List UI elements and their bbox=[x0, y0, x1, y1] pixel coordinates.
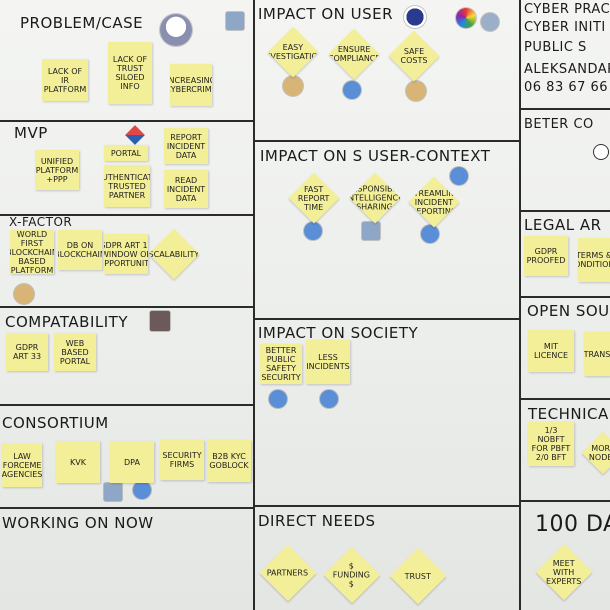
sticky-note: Portal bbox=[104, 145, 148, 161]
avatar bbox=[133, 481, 151, 499]
divider bbox=[519, 108, 610, 110]
divider bbox=[519, 210, 610, 212]
sticky-note: Safe Costs bbox=[388, 30, 440, 82]
sticky-note: Better Public Safety Security bbox=[260, 344, 302, 384]
sticky-note: Trans bbox=[584, 332, 610, 376]
section-title-working-now: Working on Now bbox=[2, 514, 154, 532]
section-title-hundred-days: 100 Da bbox=[535, 512, 610, 537]
sticky-note: More Nodes bbox=[581, 431, 610, 475]
avatar bbox=[421, 225, 439, 243]
sticky-note: Scalability bbox=[148, 228, 200, 280]
avatar bbox=[481, 13, 499, 31]
section-title-xfactor: X-factor bbox=[9, 215, 73, 229]
sticky-note: Lack of IR Platform bbox=[42, 59, 88, 101]
sticky-note: Responsible Intelligence Sharing bbox=[349, 172, 401, 224]
doge-icon bbox=[283, 76, 303, 96]
section-title-beter-code: Beter Co bbox=[524, 117, 594, 132]
sticky-note: Ensure Compliance bbox=[328, 28, 380, 80]
section-title-impact-user: Impact on User bbox=[258, 5, 394, 23]
sticky-note: B2B KYC Goblock bbox=[207, 440, 251, 482]
sticky-note: Less Incidents bbox=[306, 340, 350, 384]
section-title-technical: Technica bbox=[528, 405, 609, 423]
divider bbox=[253, 505, 519, 507]
section-title-mvp: MVP bbox=[14, 124, 48, 142]
sticky-note: World First Blockchain Based Platform bbox=[10, 230, 54, 274]
avatar bbox=[226, 12, 244, 30]
sticky-note: GDPR Proofed bbox=[524, 236, 568, 276]
sticky-note: DB on Blockchain bbox=[58, 230, 102, 270]
section-title-open-source: Open Sou bbox=[527, 302, 610, 320]
sticky-note: Fast Report Time bbox=[288, 172, 340, 224]
sticky-note: Web Based Portal bbox=[54, 333, 96, 371]
sticky-note: Security Firms bbox=[160, 440, 204, 480]
section-title-impact-society: Impact on Society bbox=[258, 324, 419, 342]
divider bbox=[0, 214, 253, 216]
section-title-compatability: Compatability bbox=[5, 313, 128, 331]
section-title-problem: Problem/Case bbox=[20, 14, 144, 32]
divider bbox=[253, 0, 255, 610]
avatar bbox=[343, 81, 361, 99]
color-wheel-icon bbox=[456, 8, 476, 28]
sticky-note: MIT Licence bbox=[528, 330, 574, 372]
section-title-consortium: Consortium bbox=[2, 414, 109, 432]
doge-icon bbox=[14, 284, 34, 304]
divider bbox=[253, 318, 519, 320]
sticky-note: Read Incident Data bbox=[164, 170, 208, 208]
avatar bbox=[362, 222, 380, 240]
octocat-icon bbox=[160, 14, 192, 46]
public-info-line: Aleksandar bbox=[524, 62, 610, 77]
avatar bbox=[104, 483, 122, 501]
divider bbox=[0, 404, 253, 406]
sticky-note: Unified Platform +PPP bbox=[35, 150, 79, 190]
section-title-impact-subuser: Impact on S User-context bbox=[260, 147, 491, 165]
sticky-note: Trust bbox=[389, 547, 447, 605]
sticky-note: 1/3 NoBFT for PBFT 2/0 BFT bbox=[528, 422, 574, 466]
divider bbox=[253, 140, 519, 142]
sticky-note: Terms & Conditions bbox=[578, 238, 610, 282]
divider bbox=[519, 0, 521, 610]
avatar bbox=[450, 167, 468, 185]
divider bbox=[0, 306, 253, 308]
section-title-legal: Legal ar bbox=[524, 216, 602, 234]
sticky-note: Law Enforcement Agencies bbox=[2, 443, 42, 487]
sticky-note: Partners bbox=[259, 544, 317, 602]
sticky-note: GDPR Art 33 bbox=[6, 333, 48, 371]
sticky-note: Meet With Experts bbox=[535, 543, 593, 601]
sticky-note: $ Funding $ bbox=[323, 546, 381, 604]
sticky-note: GDPR Art 18 Window of Opportunity bbox=[104, 234, 148, 274]
sticky-note: Report Incident Data bbox=[164, 128, 208, 164]
ethereum-icon bbox=[125, 125, 145, 145]
divider bbox=[519, 398, 610, 400]
public-info-line: Cyber Prac bbox=[524, 2, 610, 17]
public-info-line: Cyber Initi bbox=[524, 20, 606, 35]
public-info-line: Public S bbox=[524, 40, 587, 55]
badge-icon bbox=[404, 6, 426, 28]
divider bbox=[0, 507, 253, 509]
checkmark-icon bbox=[594, 145, 608, 159]
divider bbox=[519, 296, 610, 298]
public-info-line: 06 83 67 66 bbox=[524, 80, 609, 95]
section-title-direct-needs: Direct Needs bbox=[258, 512, 376, 530]
sticky-note: Streamline Incident Reporting bbox=[408, 176, 460, 228]
doge-icon bbox=[406, 81, 426, 101]
sticky-note: Easy Investigation bbox=[267, 26, 319, 78]
sticky-note: KvK bbox=[56, 441, 100, 483]
sticky-note: Increasing Cybercrime bbox=[170, 64, 212, 106]
avatar bbox=[304, 222, 322, 240]
sticky-note: DPA bbox=[110, 441, 154, 483]
sticky-note: Authenticate Trusted Partner bbox=[104, 165, 150, 207]
divider bbox=[519, 500, 610, 502]
avatar bbox=[269, 390, 287, 408]
avatar bbox=[320, 390, 338, 408]
avatar bbox=[150, 311, 170, 331]
divider bbox=[0, 120, 253, 122]
sticky-note: Lack of trust Siloed Info bbox=[108, 42, 152, 104]
